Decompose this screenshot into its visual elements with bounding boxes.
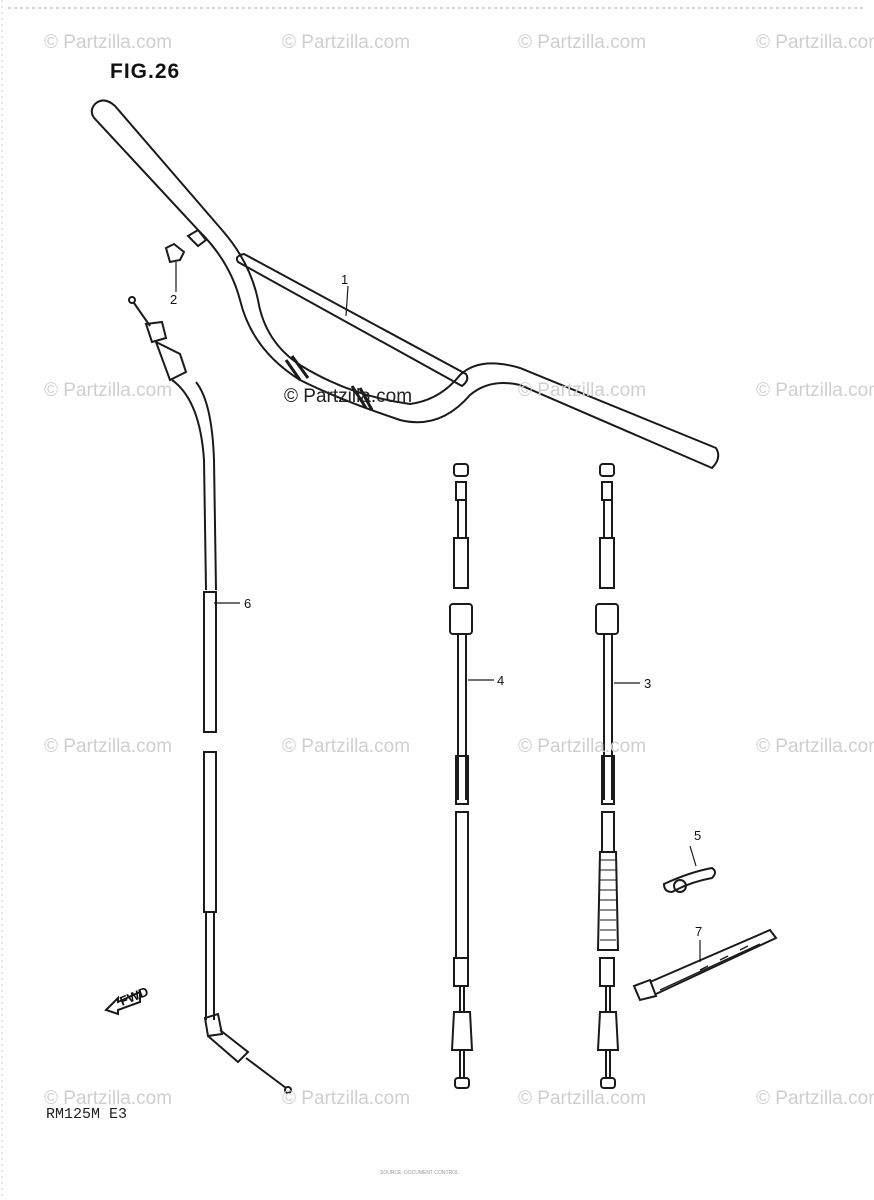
watermark: © Partzilla.com: [44, 1088, 173, 1109]
callout-5: 5: [694, 828, 701, 843]
watermark: © Partzilla.com: [518, 380, 647, 401]
watermark: © Partzilla.com: [44, 380, 173, 401]
handlebar-end-cap[interactable]: [164, 228, 208, 264]
watermark: © Partzilla.com: [756, 736, 874, 757]
watermark: © Partzilla.com: [518, 1088, 647, 1109]
figure-title: FIG.26: [110, 60, 181, 83]
clutch-cable-left[interactable]: [449, 463, 474, 1089]
watermark: © Partzilla.com: [756, 32, 874, 53]
callout-2: 2: [170, 292, 177, 307]
cable-clip[interactable]: [662, 866, 716, 894]
watermark: © Partzilla.com: [44, 736, 173, 757]
watermark: © Partzilla.com: [44, 32, 173, 53]
forward-arrow-icon: FWD: [104, 984, 151, 1016]
watermark: © Partzilla.com: [518, 32, 647, 53]
callout-3: 3: [644, 676, 651, 691]
watermark: © Partzilla.com: [282, 736, 411, 757]
cable-guide-strap[interactable]: [632, 928, 778, 1002]
callout-4: 4: [497, 673, 504, 688]
model-code: RM125M E3: [46, 1106, 128, 1123]
watermark: © Partzilla.com: [756, 1088, 874, 1109]
clutch-cable-right[interactable]: [595, 463, 620, 1089]
watermark: © Partzilla.com: [282, 1088, 411, 1109]
footer-note: SOURCE: DOCUMENT CONTROL: [380, 1170, 459, 1176]
watermark: © Partzilla.com: [518, 736, 647, 757]
watermark: © Partzilla.com: [756, 380, 874, 401]
callout-1: 1: [341, 272, 348, 287]
callout-leaders: [175, 262, 701, 962]
watermark: © Partzilla.com: [284, 386, 413, 407]
watermark: © Partzilla.com: [282, 32, 411, 53]
throttle-cable[interactable]: [128, 296, 292, 1094]
handlebar[interactable]: [90, 99, 720, 470]
callout-7: 7: [695, 924, 702, 939]
callout-6: 6: [244, 596, 251, 611]
